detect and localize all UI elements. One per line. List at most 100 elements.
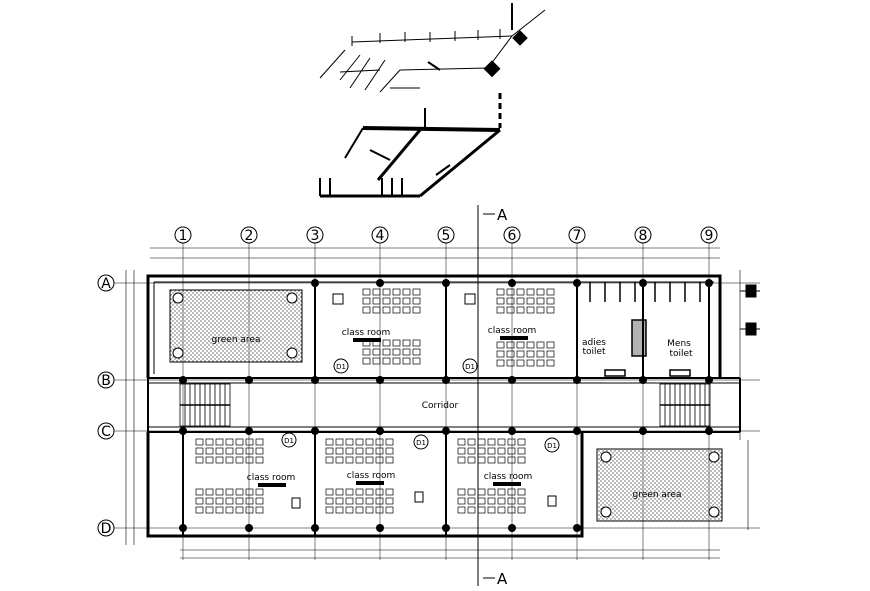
desk bbox=[506, 306, 515, 314]
door-tag-2: D1 bbox=[465, 363, 475, 371]
desk bbox=[345, 438, 354, 446]
desk bbox=[487, 506, 496, 514]
desk bbox=[536, 306, 545, 314]
desk bbox=[457, 438, 466, 446]
desk bbox=[385, 488, 394, 496]
desk bbox=[412, 306, 421, 314]
desk bbox=[477, 488, 486, 496]
desk bbox=[195, 438, 204, 446]
desk bbox=[255, 438, 264, 446]
desk bbox=[385, 506, 394, 514]
desk bbox=[255, 447, 264, 455]
desk bbox=[382, 297, 391, 305]
desk bbox=[345, 488, 354, 496]
desk bbox=[517, 488, 526, 496]
desk bbox=[382, 357, 391, 365]
desk bbox=[235, 447, 244, 455]
desk bbox=[412, 288, 421, 296]
desk bbox=[412, 339, 421, 347]
room-labels: class room class room class room class r… bbox=[247, 326, 693, 487]
desk bbox=[496, 359, 505, 367]
desk bbox=[467, 488, 476, 496]
desk bbox=[402, 297, 411, 305]
desk bbox=[385, 447, 394, 455]
staircase-left bbox=[179, 383, 231, 427]
inspection-chambers bbox=[740, 284, 760, 336]
desk bbox=[546, 288, 555, 296]
desk bbox=[205, 447, 214, 455]
classroom-label-2: class room bbox=[488, 326, 537, 336]
desk bbox=[457, 456, 466, 464]
desk bbox=[205, 488, 214, 496]
mens-toilet-label-2: toilet bbox=[669, 349, 693, 359]
desk bbox=[215, 488, 224, 496]
desk bbox=[385, 497, 394, 505]
desk bbox=[345, 456, 354, 464]
door-tag-1: D1 bbox=[336, 363, 346, 371]
desk bbox=[382, 339, 391, 347]
grid-col-6: 6 bbox=[508, 228, 517, 244]
desk bbox=[516, 297, 525, 305]
desk bbox=[506, 359, 515, 367]
desk bbox=[507, 456, 516, 464]
grid-col-5: 5 bbox=[442, 228, 451, 244]
desk bbox=[467, 456, 476, 464]
desk bbox=[412, 297, 421, 305]
grid-col-8: 8 bbox=[639, 228, 648, 244]
desk bbox=[335, 506, 344, 514]
desk bbox=[517, 506, 526, 514]
desk bbox=[546, 306, 555, 314]
desk bbox=[497, 447, 506, 455]
desk bbox=[516, 288, 525, 296]
grid-col-1: 1 bbox=[179, 228, 188, 244]
open-area-label-top: green area bbox=[212, 335, 261, 345]
desk bbox=[517, 497, 526, 505]
desk bbox=[335, 456, 344, 464]
desk bbox=[506, 297, 515, 305]
desk bbox=[477, 497, 486, 505]
desk bbox=[467, 506, 476, 514]
desk bbox=[382, 348, 391, 356]
grid-col-3: 3 bbox=[311, 228, 320, 244]
desk bbox=[355, 497, 364, 505]
section-label-top: A bbox=[497, 206, 508, 224]
plumbing-isometric-lower bbox=[319, 108, 501, 198]
desk bbox=[335, 488, 344, 496]
desk bbox=[496, 341, 505, 349]
desk bbox=[225, 506, 234, 514]
desk bbox=[362, 297, 371, 305]
desk bbox=[345, 506, 354, 514]
desk bbox=[477, 447, 486, 455]
grid-col-9: 9 bbox=[705, 228, 714, 244]
desk bbox=[467, 497, 476, 505]
desk bbox=[546, 359, 555, 367]
desk bbox=[507, 506, 516, 514]
desk bbox=[215, 456, 224, 464]
desk bbox=[375, 506, 384, 514]
desk bbox=[255, 488, 264, 496]
classroom-label-3: class room bbox=[247, 473, 296, 483]
open-area-bottom-right: green area bbox=[596, 448, 723, 522]
desk bbox=[195, 488, 204, 496]
desk bbox=[497, 456, 506, 464]
classroom-desks bbox=[195, 288, 555, 514]
desk bbox=[487, 447, 496, 455]
desk bbox=[546, 297, 555, 305]
desk bbox=[497, 497, 506, 505]
desk bbox=[335, 438, 344, 446]
desk bbox=[516, 359, 525, 367]
desk bbox=[362, 357, 371, 365]
grid-row-a: A bbox=[101, 276, 111, 292]
desk bbox=[536, 341, 545, 349]
desk bbox=[225, 497, 234, 505]
desk bbox=[382, 306, 391, 314]
desk bbox=[362, 288, 371, 296]
desk bbox=[392, 306, 401, 314]
desk bbox=[365, 456, 374, 464]
desk bbox=[345, 497, 354, 505]
desk bbox=[517, 447, 526, 455]
desk bbox=[372, 297, 381, 305]
desk bbox=[402, 306, 411, 314]
grid-column-labels: 1 2 3 4 5 6 7 8 9 bbox=[179, 228, 714, 244]
desk bbox=[372, 348, 381, 356]
